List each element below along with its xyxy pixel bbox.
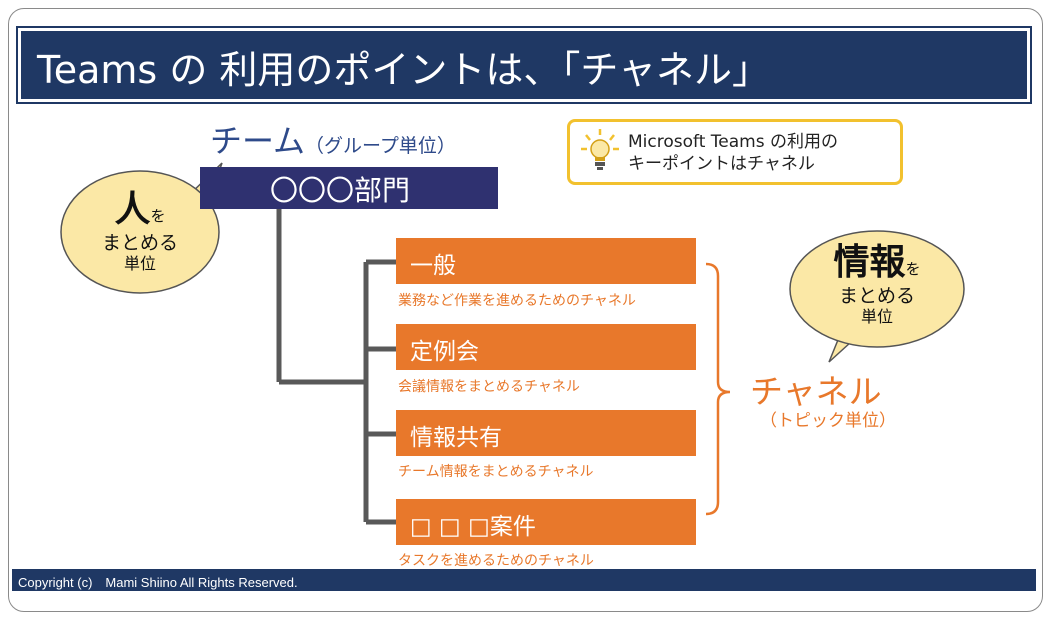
bubble-right-line2: まとめる (838, 285, 915, 307)
bubble-left-text: 人を まとめる 単位 (82, 180, 198, 274)
bubble-left-small: を (150, 207, 166, 225)
bubble-right-big: 情報 (833, 242, 906, 283)
copyright-text: Copyright (c) Mami Shiino All Rights Res… (18, 575, 298, 590)
channel-group-sub: （トピック単位） (760, 411, 896, 431)
speech-bubble-right (789, 230, 965, 363)
bubble-right-line3: 単位 (860, 307, 893, 326)
channel-info-share[interactable]: 情報共有 (396, 410, 696, 456)
channel-meeting[interactable]: 定例会 (396, 324, 696, 370)
tree-connectors (276, 209, 396, 525)
footer-bar: Copyright (c) Mami Shiino All Rights Res… (12, 569, 1036, 591)
team-label-text: チーム (210, 122, 306, 160)
department-name: 〇〇〇部門 (270, 174, 411, 207)
bubble-right-text: 情報を まとめる 単位 (810, 233, 944, 327)
bubble-left-line3: 単位 (123, 254, 156, 273)
channel-group-label: チャネル (750, 372, 882, 411)
channel-name: 一般 (410, 253, 456, 279)
team-label: チーム（グループ単位） (210, 116, 456, 162)
team-label-sub: （グループ単位） (305, 135, 456, 157)
title-bar: Teams の 利用のポイントは、「チャネル」 (16, 26, 1032, 104)
channel-name: □ □ □案件 (410, 514, 536, 540)
bubble-right-small: を (905, 260, 921, 278)
channel-project[interactable]: □ □ □案件 (396, 499, 696, 545)
department-bar: 〇〇〇部門 (200, 167, 498, 209)
lightbulb-icon (581, 129, 619, 170)
tip-box: Microsoft Teams の利用の キーポイントはチャネル (567, 119, 903, 185)
bubble-left-line2: まとめる (101, 232, 178, 254)
tip-line-1: Microsoft Teams の利用の (628, 132, 838, 152)
page-title: Teams の 利用のポイントは、「チャネル」 (37, 48, 771, 92)
channel-desc: タスクを進めるためのチャネル (398, 553, 594, 569)
channel-desc: 業務など作業を進めるためのチャネル (398, 293, 636, 309)
channel-brace (705, 262, 731, 516)
channel-desc: チーム情報をまとめるチャネル (398, 464, 594, 480)
channel-name: 定例会 (410, 339, 479, 365)
channel-name: 情報共有 (410, 425, 502, 451)
channel-desc: 会議情報をまとめるチャネル (398, 379, 580, 395)
channel-general[interactable]: 一般 (396, 238, 696, 284)
tip-text: Microsoft Teams の利用の キーポイントはチャネル (628, 131, 838, 175)
bubble-left-big: 人 (114, 189, 151, 230)
tip-line-2: キーポイントはチャネル (628, 154, 815, 174)
